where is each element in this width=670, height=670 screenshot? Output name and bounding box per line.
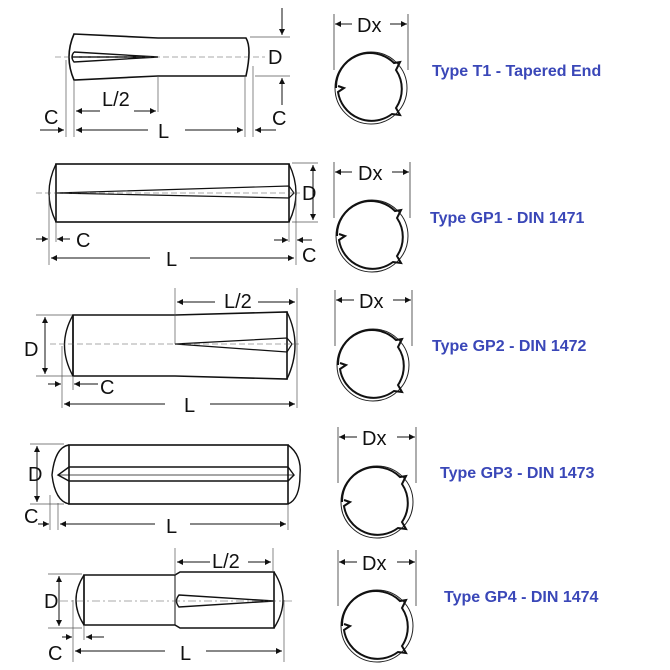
dim-d: D <box>302 183 316 205</box>
dim-l: L <box>166 249 177 271</box>
dim-c: C <box>48 643 62 665</box>
type-label-gp4: Type GP4 - DIN 1474 <box>444 589 599 606</box>
dim-d: D <box>24 339 38 361</box>
pin-drawing-gp2: L/2 D C L <box>24 288 300 415</box>
pin-drawing-gp4: D L/2 C L <box>44 548 295 665</box>
dim-d: D <box>268 47 282 69</box>
dim-dx: Dx <box>359 291 383 313</box>
type-label-gp3: Type GP3 - DIN 1473 <box>440 465 595 482</box>
dim-d: D <box>28 464 42 486</box>
dim-c: C <box>24 506 38 528</box>
pin-drawing-t1: D L/2 C L C <box>40 8 290 143</box>
pin-drawing-gp1: D C L C <box>36 162 318 271</box>
cross-section-gp4: Dx <box>337 550 417 663</box>
cross-section-gp3: Dx <box>337 427 417 539</box>
pin-row-gp4: D L/2 C L Dx Type GP4 - DIN 1474 <box>0 540 670 670</box>
dim-c-right: C <box>302 245 316 267</box>
dim-l: L <box>184 395 195 415</box>
dim-l: L <box>166 516 177 538</box>
dim-dx: Dx <box>358 163 382 185</box>
dim-l-half: L/2 <box>224 291 252 313</box>
dim-dx: Dx <box>362 428 386 450</box>
dim-c: C <box>100 377 114 399</box>
dim-l: L <box>158 121 169 143</box>
dim-c-left: C <box>76 230 90 252</box>
dim-dx: Dx <box>362 553 386 575</box>
cross-section-gp2: Dx <box>334 290 413 402</box>
dim-l: L <box>180 643 191 665</box>
type-label-gp1: Type GP1 - DIN 1471 <box>430 210 585 227</box>
pin-row-gp1: D C L C Dx Type GP1 - DIN 1471 <box>0 150 670 275</box>
dim-c-right: C <box>272 108 286 130</box>
dim-l-half: L/2 <box>102 89 130 111</box>
pin-row-gp2: L/2 D C L Dx Type GP2 - DIN 1472 <box>0 280 670 415</box>
type-label-gp2: Type GP2 - DIN 1472 <box>432 338 587 355</box>
cross-section-gp1: Dx <box>333 162 411 273</box>
pin-row-t1: D L/2 C L C Dx Type T1 - Tapered End <box>0 0 670 145</box>
pin-row-gp3: D C L Dx Type GP3 - DIN 1473 <box>0 415 670 540</box>
type-label-t1: Type T1 - Tapered End <box>432 63 602 80</box>
dim-c-left: C <box>44 107 58 129</box>
dim-dx: Dx <box>357 15 381 37</box>
pin-drawing-gp3: D C L <box>24 443 301 538</box>
dim-d: D <box>44 591 58 613</box>
cross-section-t1: Dx <box>333 14 409 125</box>
dim-l-half: L/2 <box>212 551 240 573</box>
